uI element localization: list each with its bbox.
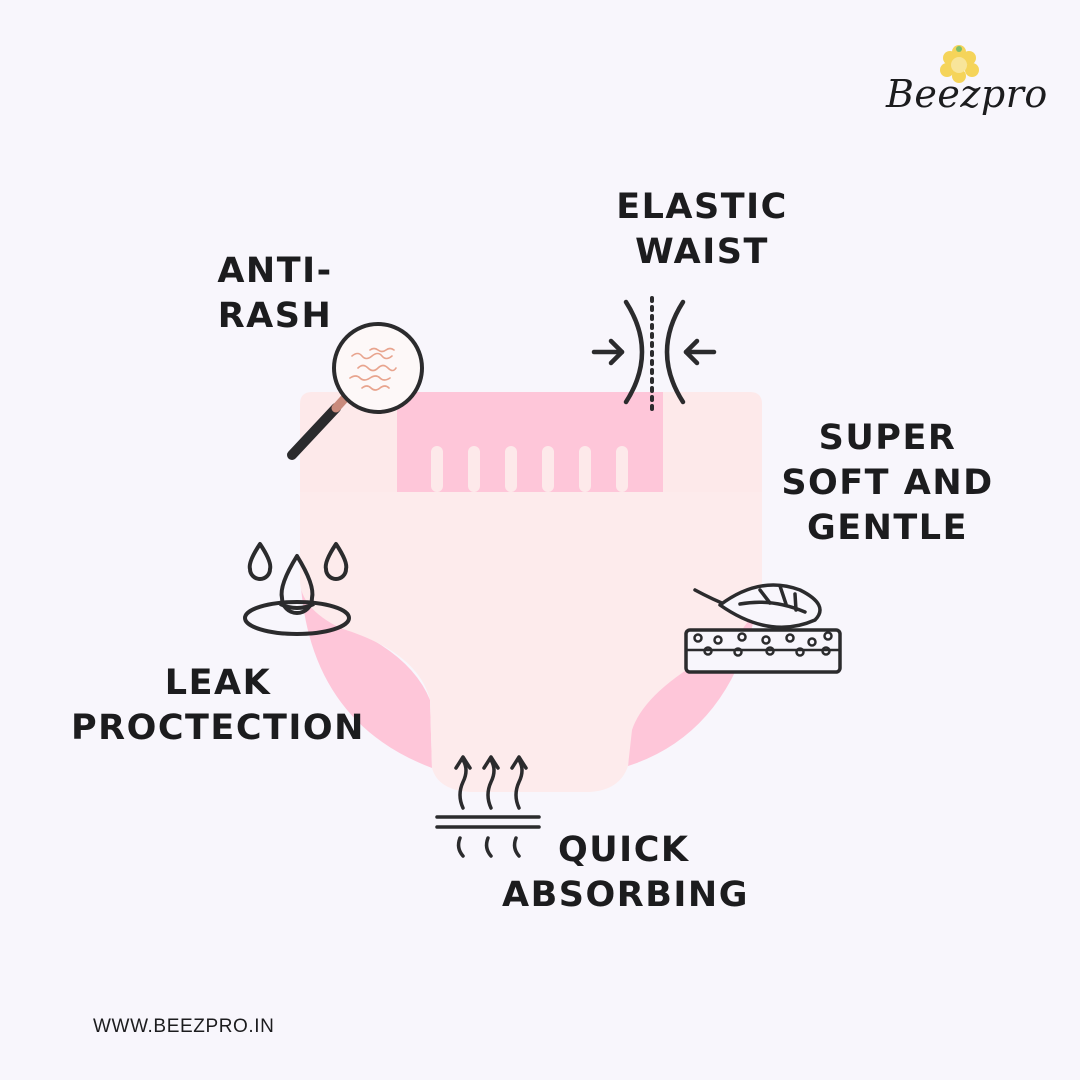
leak-protection-label: LEAK PROCTECTION bbox=[68, 661, 368, 751]
quick-absorbing-line2: ABSORBING bbox=[502, 875, 749, 915]
leak-protection-line1: LEAK bbox=[164, 663, 272, 703]
elastic-waist-line2: WAIST bbox=[635, 232, 769, 272]
diaper-body bbox=[300, 492, 762, 792]
water-drops-icon bbox=[243, 542, 351, 636]
super-soft-label: SUPER SOFT AND GENTLE bbox=[775, 416, 1000, 551]
flower-bee-icon bbox=[940, 45, 979, 83]
quick-absorbing-line1: QUICK bbox=[558, 830, 690, 870]
elastic-waist-line1: ELASTIC bbox=[616, 187, 788, 227]
diaper-illustration bbox=[300, 392, 762, 792]
super-soft-line3: GENTLE bbox=[806, 508, 968, 548]
rising-arrows-icon bbox=[435, 755, 541, 858]
anti-rash-label: ANTI- RASH bbox=[195, 249, 355, 339]
website-url[interactable]: WWW.BEEZPRO.IN bbox=[93, 1016, 275, 1037]
waistband-slits bbox=[431, 446, 628, 492]
anti-rash-line2: RASH bbox=[217, 296, 333, 336]
magnifying-glass-icon bbox=[287, 322, 424, 460]
leak-protection-line2: PROCTECTION bbox=[71, 708, 365, 748]
quick-absorbing-label: QUICK ABSORBING bbox=[498, 828, 753, 918]
compress-arrows-icon bbox=[591, 296, 717, 412]
anti-rash-line1: ANTI- bbox=[217, 251, 333, 291]
super-soft-line2: SOFT AND bbox=[781, 463, 994, 503]
elastic-waist-label: ELASTIC WAIST bbox=[612, 185, 792, 275]
super-soft-line1: SUPER bbox=[818, 418, 957, 458]
feather-sponge-icon bbox=[684, 583, 842, 674]
diaper-left-cuff bbox=[300, 560, 432, 768]
brand-name: Beezpro bbox=[886, 72, 1048, 116]
